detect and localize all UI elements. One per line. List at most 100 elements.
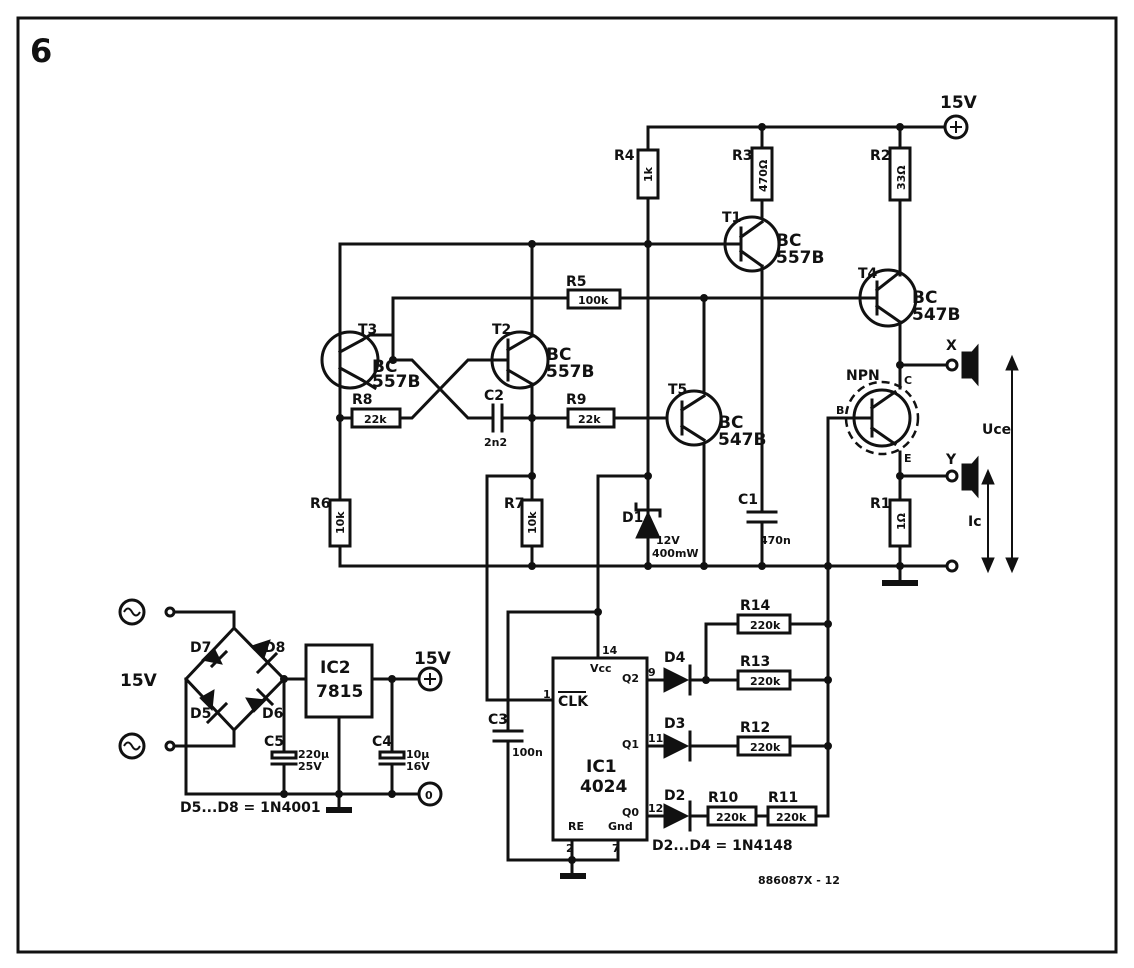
- ic1-pin-vcc: 14: [602, 644, 618, 657]
- r1-value: 1Ω: [895, 512, 908, 530]
- r2-label: R2: [870, 148, 891, 164]
- c5-volt: 25V: [298, 760, 322, 773]
- r5-value: 100k: [578, 294, 609, 307]
- terminal-y-label: Y: [945, 452, 957, 468]
- ic1-counter: IC1 4024 Vcc CLK Q2 Q1 Q0 RE Gnd 1 14 9 …: [543, 644, 663, 855]
- r5-label: R5: [566, 274, 587, 290]
- supply-gnd-label: 0: [425, 789, 433, 802]
- r3-value: 470Ω: [757, 159, 770, 192]
- r8-value: 22k: [364, 413, 387, 426]
- r2-value: 33Ω: [895, 165, 908, 190]
- r4-label: R4: [614, 148, 635, 164]
- c4-volt: 16V: [406, 760, 430, 773]
- ic1-re: RE: [568, 820, 584, 833]
- r12-value: 220k: [750, 741, 781, 754]
- output-gnd-terminal: 0: [417, 781, 443, 807]
- t1-label: T1: [722, 210, 741, 226]
- resistor-r2: R2 33Ω: [870, 125, 912, 270]
- r14-value: 220k: [750, 619, 781, 632]
- r11-value: 220k: [776, 811, 807, 824]
- d1-label: D1: [622, 510, 643, 526]
- ic2-type: 7815: [316, 682, 363, 702]
- supply-out-label: 15V: [414, 649, 452, 669]
- resistor-r3: R3 470Ω: [732, 125, 774, 224]
- ic1-clk: CLK: [558, 694, 589, 710]
- resistor-r4: R4 1k: [614, 125, 660, 502]
- capacitor-c1: C1 470n: [738, 492, 791, 568]
- d2-label: D2: [664, 788, 685, 804]
- r7-label: R7: [504, 496, 525, 512]
- t5-label: T5: [668, 382, 687, 398]
- r11-label: R11: [768, 790, 798, 806]
- dut-e: E: [904, 452, 912, 465]
- resistor-r7: R7 10k: [504, 496, 544, 568]
- d3-label: D3: [664, 716, 685, 732]
- frame-border: [16, 16, 1118, 954]
- dut-b: B: [836, 404, 844, 417]
- c2-label: C2: [484, 388, 504, 404]
- ic1-q0: Q0: [622, 806, 639, 819]
- r6-value: 10k: [334, 511, 347, 534]
- ic2-regulator: IC2 7815: [304, 643, 374, 719]
- figure-number: 6: [30, 32, 52, 70]
- ic1-pin-q1: 11: [648, 732, 663, 745]
- c3-label: C3: [488, 712, 508, 728]
- t4-label: T4: [858, 266, 878, 282]
- dut-label: NPN: [846, 368, 880, 384]
- r13-label: R13: [740, 654, 770, 670]
- c4-value: 10µ: [406, 748, 429, 761]
- uce-arrow: Uce: [982, 354, 1019, 574]
- c3-value: 100n: [512, 746, 543, 759]
- r7-value: 10k: [526, 511, 539, 534]
- note-code: 886087X - 12: [758, 874, 840, 887]
- d1-value: 12V: [656, 534, 680, 547]
- ic1-pin-q0: 12: [648, 802, 663, 815]
- c2-value: 2n2: [484, 436, 507, 449]
- r10-value: 220k: [716, 811, 747, 824]
- c1-value: 470n: [760, 534, 791, 547]
- bridge-rectifier: D7 D8 D5 D6: [183, 625, 287, 733]
- capacitor-c5: C5 220µ 25V: [264, 677, 329, 796]
- t2-label: T2: [492, 322, 511, 338]
- ic2-name: IC2: [320, 658, 351, 678]
- resistor-r10: R10 220k: [706, 790, 758, 827]
- r10-label: R10: [708, 790, 739, 806]
- ic1-pin-q2: 9: [648, 666, 656, 679]
- resistor-r13: R13 220k: [736, 654, 792, 691]
- zener-d1: D1 12V 400mW: [622, 498, 699, 568]
- ic-arrow: Ic: [968, 468, 995, 574]
- resistor-r6: R6 10k: [310, 496, 352, 568]
- ic1-q1: Q1: [622, 738, 639, 751]
- c5-value: 220µ: [298, 748, 329, 761]
- d1-power: 400mW: [652, 547, 699, 560]
- c1-label: C1: [738, 492, 758, 508]
- note-d5-d8: D5...D8 = 1N4001: [180, 800, 321, 816]
- resistor-r1: R1 1Ω: [870, 496, 912, 568]
- ic1-pin-clk: 1: [543, 688, 551, 701]
- d7-label: D7: [190, 640, 211, 656]
- supply-top-label: 15V: [940, 93, 978, 113]
- d8-label: D8: [264, 640, 285, 656]
- ic1-gnd: Gnd: [608, 820, 633, 833]
- note-d2-d4: D2...D4 = 1N4148: [652, 838, 793, 854]
- r1-label: R1: [870, 496, 891, 512]
- ic-label: Ic: [968, 514, 982, 530]
- ic1-pin-re: 2: [566, 842, 574, 855]
- ac-input-bottom: [118, 728, 236, 760]
- r4-value: 1k: [642, 166, 655, 182]
- r9-label: R9: [566, 392, 587, 408]
- resistor-r5: R5 100k: [566, 274, 622, 310]
- ic1-pin-gnd: 7: [612, 842, 620, 855]
- dut-c: C: [904, 374, 912, 387]
- r14-label: R14: [740, 598, 771, 614]
- terminal-x-label: X: [946, 338, 957, 354]
- d4-label: D4: [664, 650, 686, 666]
